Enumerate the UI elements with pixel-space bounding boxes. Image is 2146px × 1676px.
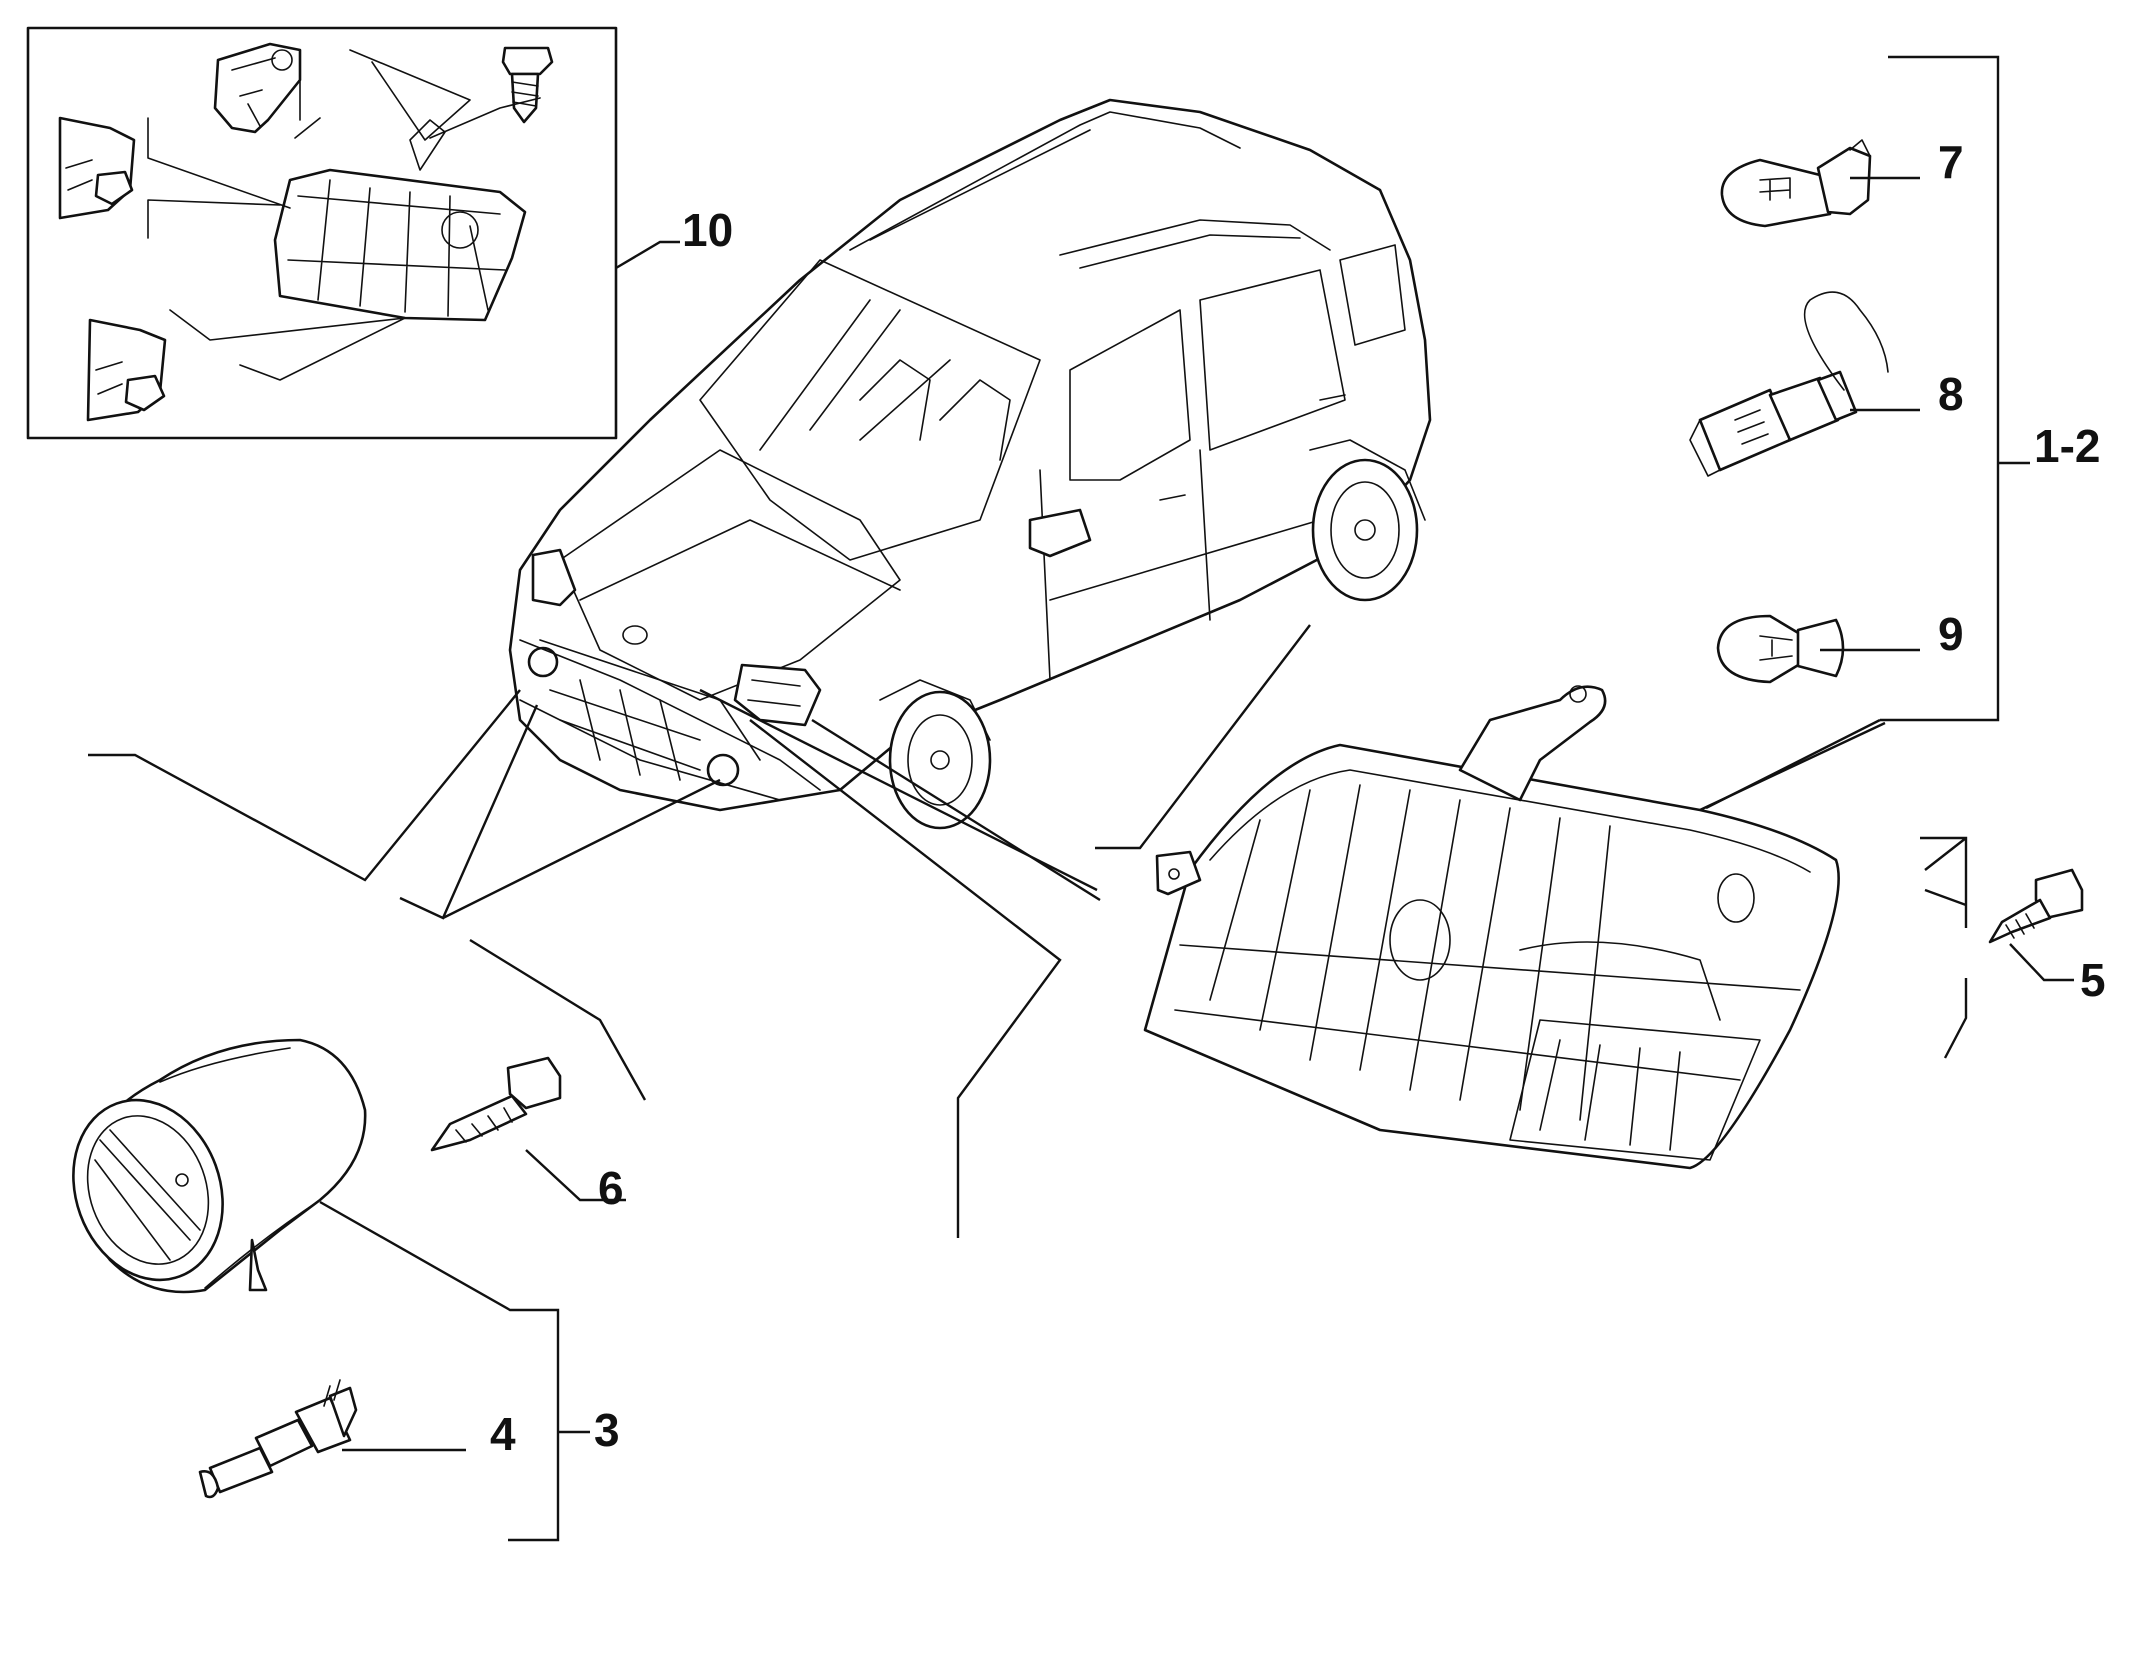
inset-clip-upper <box>58 116 136 220</box>
callout-8: 8 <box>1938 368 1964 420</box>
bulb-4 <box>198 1379 358 1499</box>
callout-5: 5 <box>2080 954 2106 1006</box>
fog-lamp-3 <box>72 1038 367 1294</box>
callout-3: 3 <box>594 1404 620 1456</box>
callout-7: 7 <box>1938 136 1964 188</box>
bulb-8 <box>1689 291 1889 477</box>
vehicle-drawing <box>508 98 1432 830</box>
inset-lamp <box>273 119 527 322</box>
callout-10: 10 <box>682 204 733 256</box>
bulb-7 <box>1720 139 1872 228</box>
inset-panel <box>26 26 618 440</box>
screw-6 <box>430 1056 562 1152</box>
bulb-9 <box>1716 614 1845 684</box>
screw-5 <box>1988 868 2084 982</box>
callout-9: 9 <box>1938 608 1964 660</box>
callout-4: 4 <box>490 1408 516 1460</box>
inset-clip-lower <box>86 318 167 422</box>
inset-screw <box>501 46 554 124</box>
callout-6: 6 <box>598 1162 624 1214</box>
inset-bracket <box>213 42 302 134</box>
headlamp-assembly <box>1143 685 1840 1170</box>
callout-1-2: 1-2 <box>2034 420 2100 472</box>
